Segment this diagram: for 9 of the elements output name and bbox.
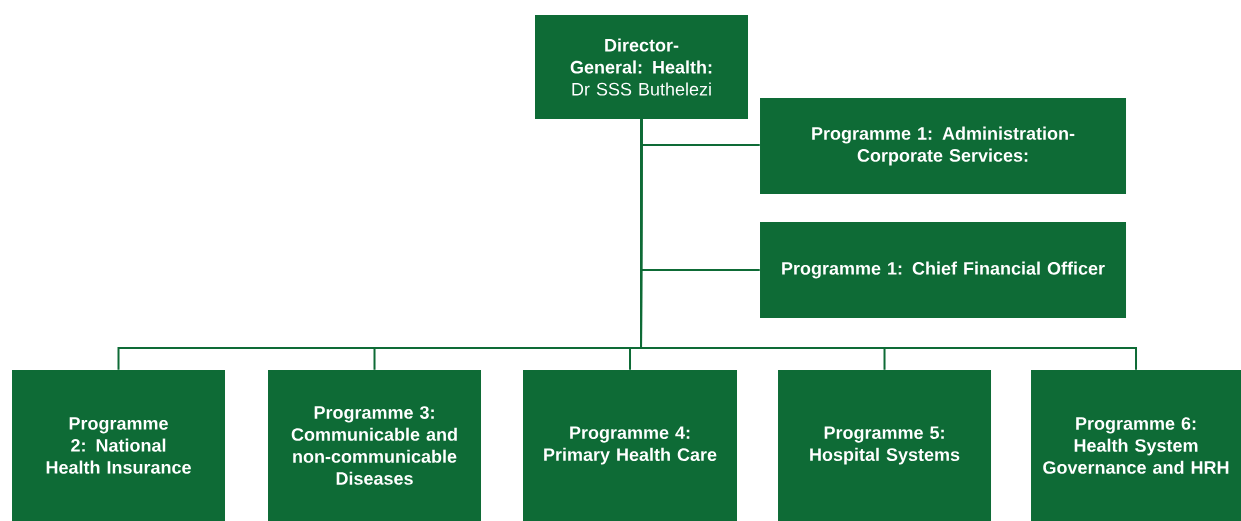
org-box: Programme 6: Health System Governance and HRH (1031, 370, 1241, 521)
org-box: Programme 1: Administration-Corporate Services: (760, 98, 1126, 194)
org-box: Programme 1: Chief Financial Officer (760, 222, 1126, 318)
org-box: Programme 3: Communicable and non-communicable Diseases (268, 370, 481, 521)
org-box: Programme 5: Hospital Systems (778, 370, 991, 521)
org-box: Director-General: Health: Dr SSS Buthelezi (535, 15, 748, 119)
org-box: Programme 4: Primary Health Care (523, 370, 737, 521)
org-box: Programme 2: National Health Insurance (12, 370, 225, 521)
connector-line (640, 118, 1137, 371)
